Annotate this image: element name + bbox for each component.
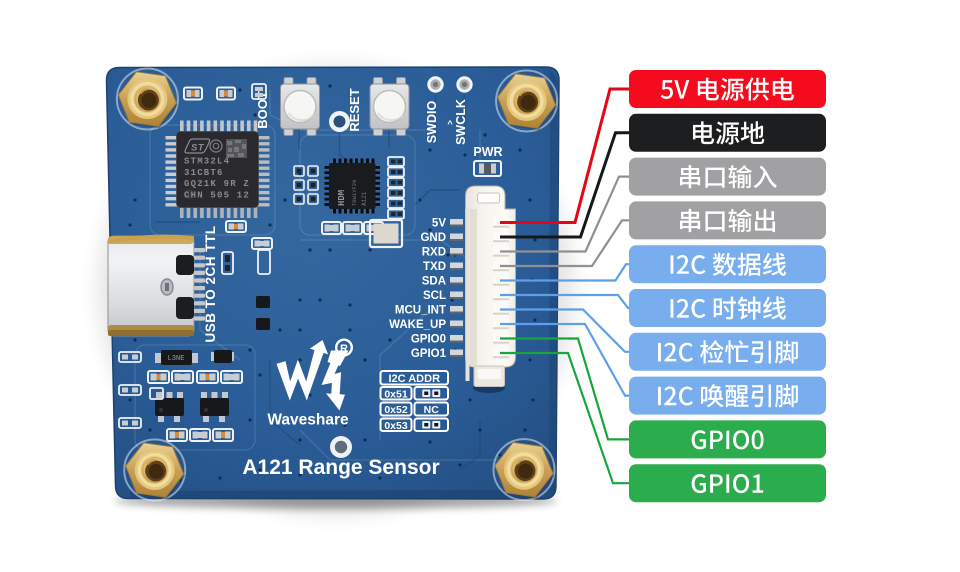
svg-text:31CBT6: 31CBT6 (184, 168, 224, 178)
svg-text:A121: A121 (361, 191, 368, 206)
svg-text:GQ21K 9R Z: GQ21K 9R Z (184, 179, 250, 189)
svg-text:RESET: RESET (347, 88, 362, 131)
svg-text:^: ^ (447, 119, 453, 129)
svg-text:CHN 505 12: CHN 505 12 (184, 190, 250, 200)
svg-text:A121 Range Sensor: A121 Range Sensor (242, 456, 439, 479)
svg-text:RXD: RXD (422, 247, 446, 259)
svg-text:HDM: HDM (337, 190, 347, 206)
svg-text:L3NE: L3NE (168, 355, 185, 363)
svg-text:NC: NC (424, 404, 440, 416)
svg-text:SCL: SCL (423, 290, 446, 302)
svg-text:STM32L4: STM32L4 (184, 157, 230, 167)
svg-text:GND: GND (420, 232, 446, 244)
svg-text:SWCLK: SWCLK (454, 99, 468, 145)
svg-text:SDA: SDA (422, 276, 446, 288)
svg-text:GPIO1: GPIO1 (411, 348, 447, 360)
svg-text:Waveshare: Waveshare (267, 412, 349, 429)
svg-text:USB TO 2CH TTL: USB TO 2CH TTL (203, 225, 218, 342)
svg-text:SWDIO: SWDIO (425, 101, 439, 144)
svg-text:BOOT: BOOT (255, 91, 270, 129)
svg-text:GPIO0: GPIO0 (411, 334, 446, 346)
svg-text:5V: 5V (432, 218, 446, 230)
svg-text:TXD: TXD (423, 261, 446, 273)
svg-text:ST: ST (191, 143, 205, 154)
svg-text:PWR: PWR (473, 145, 502, 159)
svg-text:T0W1YF29: T0W1YF29 (351, 180, 358, 206)
svg-text:R: R (340, 343, 348, 355)
svg-text:WAKE_UP: WAKE_UP (389, 319, 446, 331)
svg-text:MCU_INT: MCU_INT (395, 305, 446, 317)
svg-text:0x52: 0x52 (384, 404, 408, 416)
svg-text:I2C ADDR: I2C ADDR (388, 373, 440, 385)
svg-text:0x53: 0x53 (384, 420, 408, 432)
svg-text:0x51: 0x51 (384, 388, 408, 400)
